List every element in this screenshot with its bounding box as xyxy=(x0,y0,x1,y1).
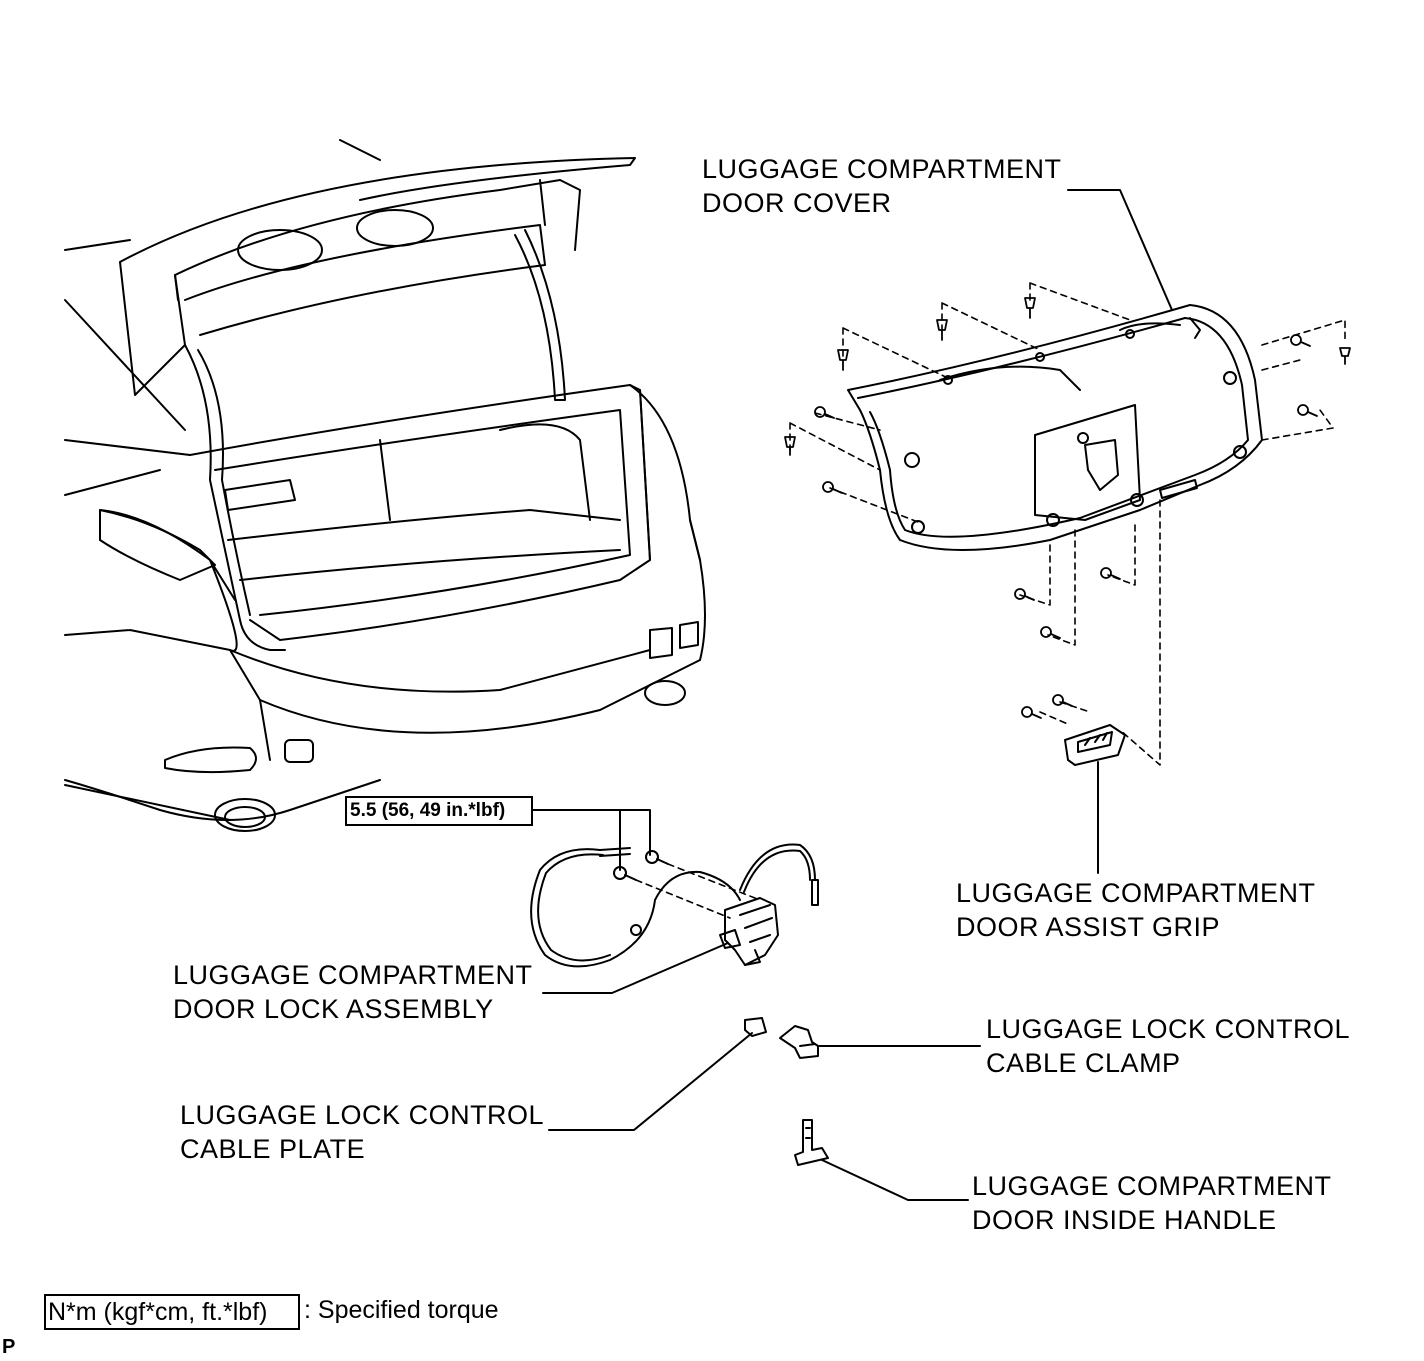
label-cable-plate-line1: LUGGAGE LOCK CONTROL xyxy=(180,1100,545,1130)
leader-torque xyxy=(532,809,651,871)
cable-clamp-illustration xyxy=(779,1025,819,1059)
cable-plate-illustration xyxy=(744,1017,767,1037)
lock-bolt-dashes xyxy=(635,863,761,919)
door-lock-illustration xyxy=(530,843,819,968)
label-cable-plate: LUGGAGE LOCK CONTROL CABLE PLATE xyxy=(180,1098,544,1166)
leader-cable-plate xyxy=(548,1032,753,1131)
inside-handle-illustration xyxy=(794,1119,829,1166)
label-inside-handle-line2: DOOR INSIDE HANDLE xyxy=(972,1205,1277,1235)
leader-inside-handle xyxy=(821,1159,969,1201)
label-lock-assembly-line2: DOOR LOCK ASSEMBLY xyxy=(173,994,494,1024)
door-cover-illustration xyxy=(847,304,1263,551)
label-cable-plate-line2: CABLE PLATE xyxy=(180,1134,366,1164)
label-door-cover-line2: DOOR COVER xyxy=(702,188,892,218)
door-cover-clips xyxy=(789,282,1346,766)
assist-grip-illustration xyxy=(1064,724,1126,766)
legend-description: : Specified torque xyxy=(304,1296,499,1324)
label-cable-clamp-line1: LUGGAGE LOCK CONTROL xyxy=(986,1014,1351,1044)
label-cable-clamp-line2: CABLE CLAMP xyxy=(986,1048,1181,1078)
leader-lock-assembly xyxy=(542,942,729,994)
door-cover-screw-icons xyxy=(784,297,1351,719)
torque-spec-box: 5.5 (56, 49 in.*lbf) xyxy=(345,796,533,826)
label-lock-assembly: LUGGAGE COMPARTMENT DOOR LOCK ASSEMBLY xyxy=(173,958,533,1026)
label-lock-assembly-line1: LUGGAGE COMPARTMENT xyxy=(173,960,533,990)
label-assist-grip-line1: LUGGAGE COMPARTMENT xyxy=(956,878,1316,908)
figure-code: P xyxy=(2,1336,16,1358)
label-assist-grip: LUGGAGE COMPARTMENT DOOR ASSIST GRIP xyxy=(956,876,1316,944)
label-inside-handle: LUGGAGE COMPARTMENT DOOR INSIDE HANDLE xyxy=(972,1169,1332,1237)
label-cable-clamp: LUGGAGE LOCK CONTROL CABLE CLAMP xyxy=(986,1012,1350,1080)
label-assist-grip-line2: DOOR ASSIST GRIP xyxy=(956,912,1221,942)
label-inside-handle-line1: LUGGAGE COMPARTMENT xyxy=(972,1171,1332,1201)
label-door-cover-line1: LUGGAGE COMPARTMENT xyxy=(702,154,1062,184)
vehicle-rear-illustration xyxy=(64,139,706,832)
leader-door-cover xyxy=(1067,189,1173,311)
label-door-cover: LUGGAGE COMPARTMENT DOOR COVER xyxy=(702,152,1062,220)
legend-units-box: N*m (kgf*cm, ft.*lbf) xyxy=(44,1294,300,1330)
